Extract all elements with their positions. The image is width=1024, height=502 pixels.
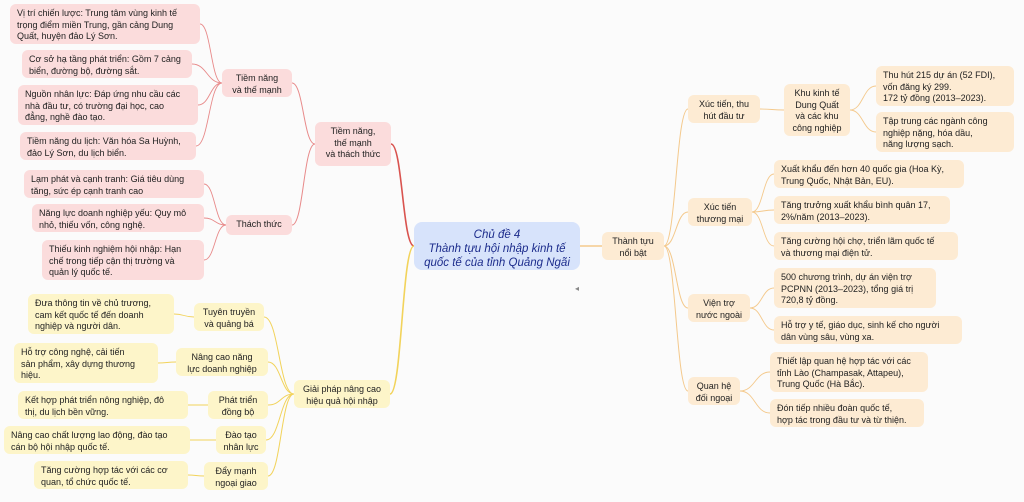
group-propaganda[interactable]: Tuyên truyền và quảng bá: [194, 303, 264, 331]
item-propaganda[interactable]: Đưa thông tin về chủ trương, cam kết quố…: [28, 294, 174, 334]
item-export-countries[interactable]: Xuất khẩu đến hơn 40 quốc gia (Hoa Kỳ, T…: [774, 160, 964, 188]
item-strategic-location[interactable]: Vị trí chiến lược: Trung tâm vùng kinh t…: [10, 4, 200, 44]
group-potential-strengths[interactable]: Tiềm năng và thế mạnh: [222, 69, 292, 97]
connector-group-challenges: [291, 143, 316, 226]
item-infrastructure[interactable]: Cơ sở hạ tầng phát triển: Gồm 7 cảng biể…: [22, 50, 192, 78]
connector-group-potential-strengths: [291, 82, 316, 145]
group-synchronous-development[interactable]: Phát triển đồng bộ: [208, 391, 268, 419]
item-enterprise-capacity[interactable]: Hỗ trợ công nghệ, cải tiến sản phẩm, xây…: [14, 343, 158, 383]
cursor-marker-icon: ◂: [575, 284, 580, 293]
connector-item-diplomacy: [187, 474, 205, 477]
group-foreign-aid[interactable]: Viện trợ nước ngoài: [688, 294, 750, 322]
item-tourism-potential[interactable]: Tiềm năng du lịch: Văn hóa Sa Huỳnh, đảo…: [20, 132, 196, 160]
connector-group-propaganda: [263, 316, 295, 395]
connector-group-training: [265, 393, 295, 441]
sub-economic-zone[interactable]: Khu kinh tế Dung Quất và các khu công ng…: [784, 84, 850, 136]
connector-item-inflation: [203, 183, 227, 226]
connector-item-propaganda: [173, 313, 195, 318]
connector-item-lack-experience: [203, 224, 227, 261]
connector-item-export-growth: [751, 209, 775, 213]
group-trade-promotion[interactable]: Xúc tiến thương mại: [688, 198, 752, 226]
item-heavy-industry[interactable]: Tập trung các ngành công nghiệp nặng, hó…: [876, 112, 1014, 152]
connector-item-enterprise-capacity: [157, 361, 177, 364]
group-training[interactable]: Đào tạo nhân lực: [216, 426, 266, 454]
item-aid-support[interactable]: Hỗ trợ y tế, giáo dục, sinh kế cho người…: [774, 316, 962, 344]
item-fdi-projects[interactable]: Thu hút 215 dự án (52 FDI), vốn đăng ký …: [876, 66, 1014, 106]
connector-item-delegations: [739, 390, 771, 414]
item-cooperation[interactable]: Thiết lập quan hệ hợp tác với các tỉnh L…: [770, 352, 928, 392]
item-lack-experience[interactable]: Thiếu kinh nghiệm hội nhập: Hạn chế tron…: [42, 240, 204, 280]
item-synchronous-development[interactable]: Kết hợp phát triển nông nghiệp, đô thị, …: [18, 391, 188, 419]
connector-group-trade-promotion: [663, 211, 689, 247]
connector-group-foreign-relations: [663, 245, 689, 392]
connector-item-cooperation: [739, 371, 771, 392]
item-weak-enterprises[interactable]: Năng lực doanh nghiệp yếu: Quy mô nhỏ, t…: [32, 204, 204, 232]
item-export-growth[interactable]: Tăng trưởng xuất khẩu bình quân 17, 2%/n…: [774, 196, 950, 224]
item-aid-programs[interactable]: 500 chương trình, dự án viện trợ PCPNN (…: [774, 268, 936, 308]
group-foreign-relations[interactable]: Quan hệ đối ngoại: [688, 377, 740, 405]
connector-item-fdi-projects: [849, 85, 877, 111]
connector-item-tourism-potential: [195, 82, 223, 147]
item-diplomacy[interactable]: Tăng cường hợp tác với các cơ quan, tổ c…: [34, 461, 188, 489]
connector-item-trade-fairs: [751, 211, 775, 247]
central-topic[interactable]: Chủ đề 4 Thành tựu hội nhập kinh tế quốc…: [414, 222, 580, 270]
connector-item-human-resources: [197, 82, 223, 106]
item-inflation[interactable]: Lạm phát và cạnh tranh: Giá tiêu dùng tă…: [24, 170, 204, 198]
connector-item-weak-enterprises: [203, 217, 227, 226]
connector-sub-economic-zone: [759, 108, 785, 111]
connector-item-strategic-location: [199, 23, 223, 84]
connector-item-aid-support: [749, 307, 775, 331]
connector-group-investment-promotion: [663, 108, 689, 247]
group-challenges[interactable]: Thách thức: [226, 215, 292, 235]
connector-item-heavy-industry: [849, 109, 877, 133]
connector-group-foreign-aid: [663, 245, 689, 309]
connector-group-enterprise-capacity: [267, 361, 295, 395]
connector-item-aid-programs: [749, 287, 775, 309]
group-enterprise-capacity[interactable]: Nâng cao năng lực doanh nghiệp: [176, 348, 268, 376]
item-human-resources[interactable]: Nguồn nhân lực: Đáp ứng nhu cầu các nhà …: [18, 85, 198, 125]
connector-item-infrastructure: [191, 63, 223, 84]
group-diplomacy[interactable]: Đẩy mạnh ngoại giao: [204, 462, 268, 490]
group-investment-promotion[interactable]: Xúc tiến, thu hút đầu tư: [688, 95, 760, 123]
connector-branch-potential-challenges: [390, 143, 415, 247]
item-delegations[interactable]: Đón tiếp nhiều đoàn quốc tế, hợp tác tro…: [770, 399, 924, 427]
connector-item-export-countries: [751, 173, 775, 213]
item-trade-fairs[interactable]: Tăng cường hội chợ, triển lãm quốc tế và…: [774, 232, 958, 260]
item-training[interactable]: Nâng cao chất lượng lao động, đào tạo cá…: [4, 426, 190, 454]
connector-group-diplomacy: [267, 393, 295, 477]
connector-branch-solutions: [389, 245, 415, 395]
branch-potential-challenges[interactable]: Tiềm năng, thế mạnh và thách thức: [315, 122, 391, 166]
branch-achievements[interactable]: Thành tựu nổi bật: [602, 232, 664, 260]
branch-solutions[interactable]: Giải pháp nâng cao hiệu quả hội nhập: [294, 380, 390, 408]
